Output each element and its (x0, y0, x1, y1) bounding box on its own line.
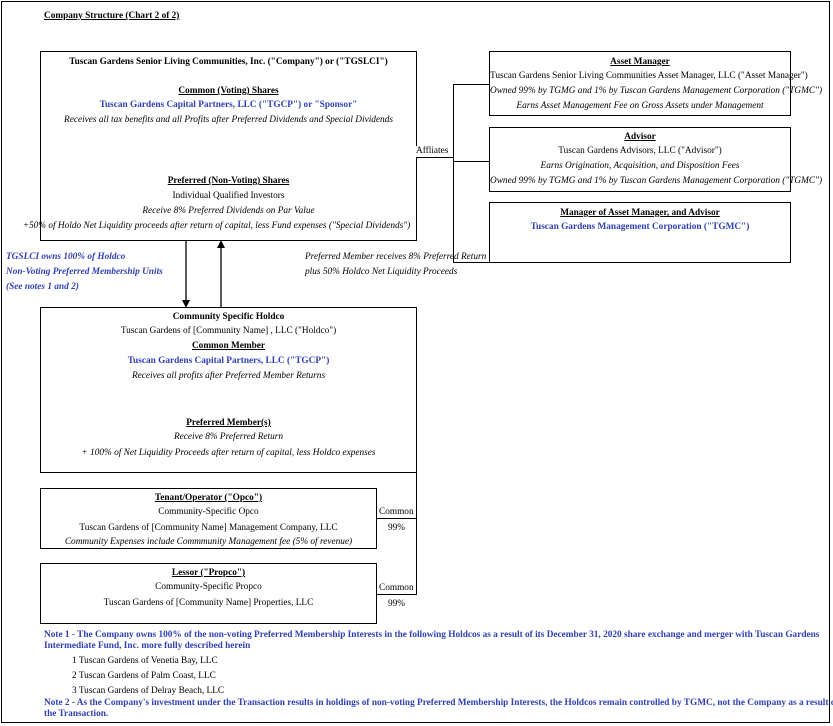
opco-common-label: Common (379, 507, 414, 517)
opco-percent: 99% (388, 523, 406, 533)
company-name: Tuscan Gardens Senior Living Communities… (69, 57, 388, 67)
holdco-preferred-return: Receive 8% Preferred Return (173, 432, 284, 442)
propco-heading: Lessor ("Propco") (171, 568, 246, 578)
note-1-continued: Intermediate Fund, Inc. more fully descr… (44, 641, 251, 651)
manager-box: Manager of Asset Manager, and Advisor Tu… (489, 202, 791, 263)
manager-connector-line (453, 262, 490, 263)
common-shares-heading: Common (Voting) Shares (178, 86, 279, 96)
holdco-list-item: 1 Tuscan Gardens of Venetia Bay, LLC (72, 656, 218, 666)
advisor-fee: Earns Origination, Acquisition, and Disp… (540, 161, 740, 171)
opco-expenses: Community Expenses include Commmunity Ma… (64, 537, 353, 547)
holdco-heading: Community Specific Holdco (172, 312, 285, 322)
propco-box: Lessor ("Propco") Community-Specific Pro… (40, 563, 377, 624)
asset-manager-fee: Earns Asset Management Fee on Gross Asse… (516, 101, 764, 111)
advisor-ownership: Owned 99% by TGMG and 1% by Tuscan Garde… (490, 176, 823, 186)
holdco-name: Tuscan Gardens of [Community Name] , LLC… (120, 326, 337, 336)
opco-common-line (377, 518, 417, 519)
common-shares-holder: Tuscan Gardens Capital Partners, LLC ("T… (99, 100, 358, 110)
holdco-subsidiary-connector (416, 473, 417, 595)
page-title: Company Structure (Chart 2 of 2) (44, 11, 180, 21)
asset-manager-heading: Asset Manager (610, 57, 670, 67)
tgslci-owns-line-1: TGSLCI owns 100% of Holdco (6, 252, 126, 262)
propco-type: Community-Specific Propco (155, 582, 262, 592)
arrow-down-head (182, 300, 190, 308)
holdco-box: Community Specific Holdco Tuscan Gardens… (40, 307, 417, 473)
note-2: Note 2 - As the Company's investment und… (44, 698, 833, 708)
asset-manager-box: Asset Manager Tuscan Gardens Senior Livi… (489, 51, 823, 116)
advisor-name: Tuscan Gardens Advisors, LLC ("Advisor") (558, 146, 722, 156)
propco-common-line (377, 594, 417, 595)
propco-name: Tuscan Gardens of [Community Name] Prope… (103, 598, 314, 608)
opco-box: Tenant/Operator ("Opco") Community-Speci… (40, 488, 377, 549)
note-2-continued: the Transaction. (44, 709, 109, 719)
tgslci-owns-line-2: Non-Voting Preferred Membership Units (6, 267, 163, 277)
note-1: Note 1 - The Company owns 100% of the no… (44, 630, 820, 640)
common-shares-benefits: Receives all tax benefits and all Profit… (64, 115, 393, 125)
preferred-special-dividend: +50% of Holdo Net Liquidity proceeds aft… (22, 221, 411, 231)
holdco-common-profits: Receives all profits after Preferred Mem… (131, 371, 326, 381)
arrow-up-head (217, 240, 225, 248)
propco-common-label: Common (379, 583, 414, 593)
holdco-common-heading: Common Member (191, 341, 266, 351)
manager-heading: Manager of Asset Manager, and Advisor (560, 208, 720, 218)
tgslci-owns-line-3: (See notes 1 and 2) (6, 282, 79, 292)
affiliates-bracket-line (453, 84, 454, 262)
opco-type: Community-Specific Opco (158, 507, 259, 517)
holdco-common-holder: Tuscan Gardens Capital Partners, LLC ("T… (127, 356, 330, 366)
holdco-list-item: 3 Tuscan Gardens of Delray Beach, LLC (72, 686, 225, 696)
asset-manager-ownership: Owned 99% by TGMG and 1% by Tuscan Garde… (490, 86, 823, 96)
affiliates-connector-line (417, 157, 454, 158)
preferred-dividend: Receive 8% Preferred Dividends on Par Va… (142, 206, 315, 216)
affiliates-label: Affliates (416, 146, 449, 157)
preferred-member-note-line-1: Preferred Member receives 8% Preferred R… (305, 252, 487, 262)
asset-manager-name: Tuscan Gardens Senior Living Communities… (490, 71, 808, 81)
holdco-preferred-liquidity: + 100% of Net Liquidity Proceeds after r… (81, 448, 376, 458)
advisor-connector-line (453, 161, 490, 162)
preferred-shares-heading: Preferred (Non-Voting) Shares (167, 176, 290, 186)
opco-heading: Tenant/Operator ("Opco") (154, 493, 263, 503)
preferred-member-note-line-2: plus 50% Holdco Net Liquidity Proceeds (305, 267, 458, 277)
advisor-heading: Advisor (624, 132, 656, 142)
opco-name: Tuscan Gardens of [Community Name] Manag… (79, 523, 338, 533)
holdco-list-item: 2 Tuscan Gardens of Palm Coast, LLC (72, 671, 216, 681)
propco-percent: 99% (388, 599, 406, 609)
manager-name: Tuscan Gardens Management Corporation ("… (530, 222, 750, 232)
preferred-shares-holder: Individual Qualified Investors (172, 191, 285, 201)
asset-manager-connector-line (453, 84, 490, 85)
holdco-preferred-heading: Preferred Member(s) (186, 418, 271, 428)
advisor-box: Advisor Tuscan Gardens Advisors, LLC ("A… (489, 127, 823, 192)
